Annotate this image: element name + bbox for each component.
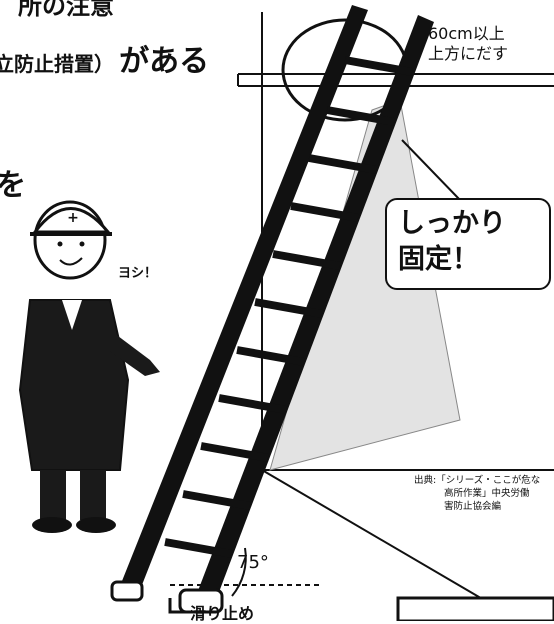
height-note: 60cm以上 上方にだす <box>428 24 508 64</box>
anti-slip-label: 滑り止め <box>190 604 255 623</box>
angle-label: 75° <box>237 552 269 573</box>
headline: 立防止措置） がある <box>0 36 209 80</box>
top-text-fragment: 所の注意 <box>18 0 114 20</box>
svg-text:+: + <box>67 210 79 226</box>
callout-line1: しっかり <box>398 208 506 239</box>
ladder <box>120 5 434 600</box>
height-note-line2: 上方にだす <box>428 44 509 63</box>
source-line1: 出典:「シリーズ・ここが危な <box>414 475 541 486</box>
headline-large: がある <box>119 44 210 79</box>
worker-figure: + <box>18 200 160 533</box>
callout-line2: 固定！ <box>398 244 479 275</box>
source-bar <box>396 596 554 621</box>
source-line2: 高所作業」中央労働 <box>444 488 530 499</box>
callout-box <box>385 198 551 290</box>
left-text-fragment: を <box>0 168 26 203</box>
angle-indicator <box>170 547 320 597</box>
anti-slip-foot <box>110 580 224 614</box>
headline-small: 立防止措置） <box>0 52 114 76</box>
height-note-line1: 60cm以上 <box>428 24 505 43</box>
callout-text: しっかり 固定！ <box>398 206 506 278</box>
source-note: 出典:「シリーズ・ここが危な 高所作業」中央労働 害防止協会編 <box>414 474 540 513</box>
worker-speech: ヨシ！ <box>118 266 158 281</box>
pointer-arrow <box>168 598 186 614</box>
source-line3: 害防止協会編 <box>444 501 502 512</box>
